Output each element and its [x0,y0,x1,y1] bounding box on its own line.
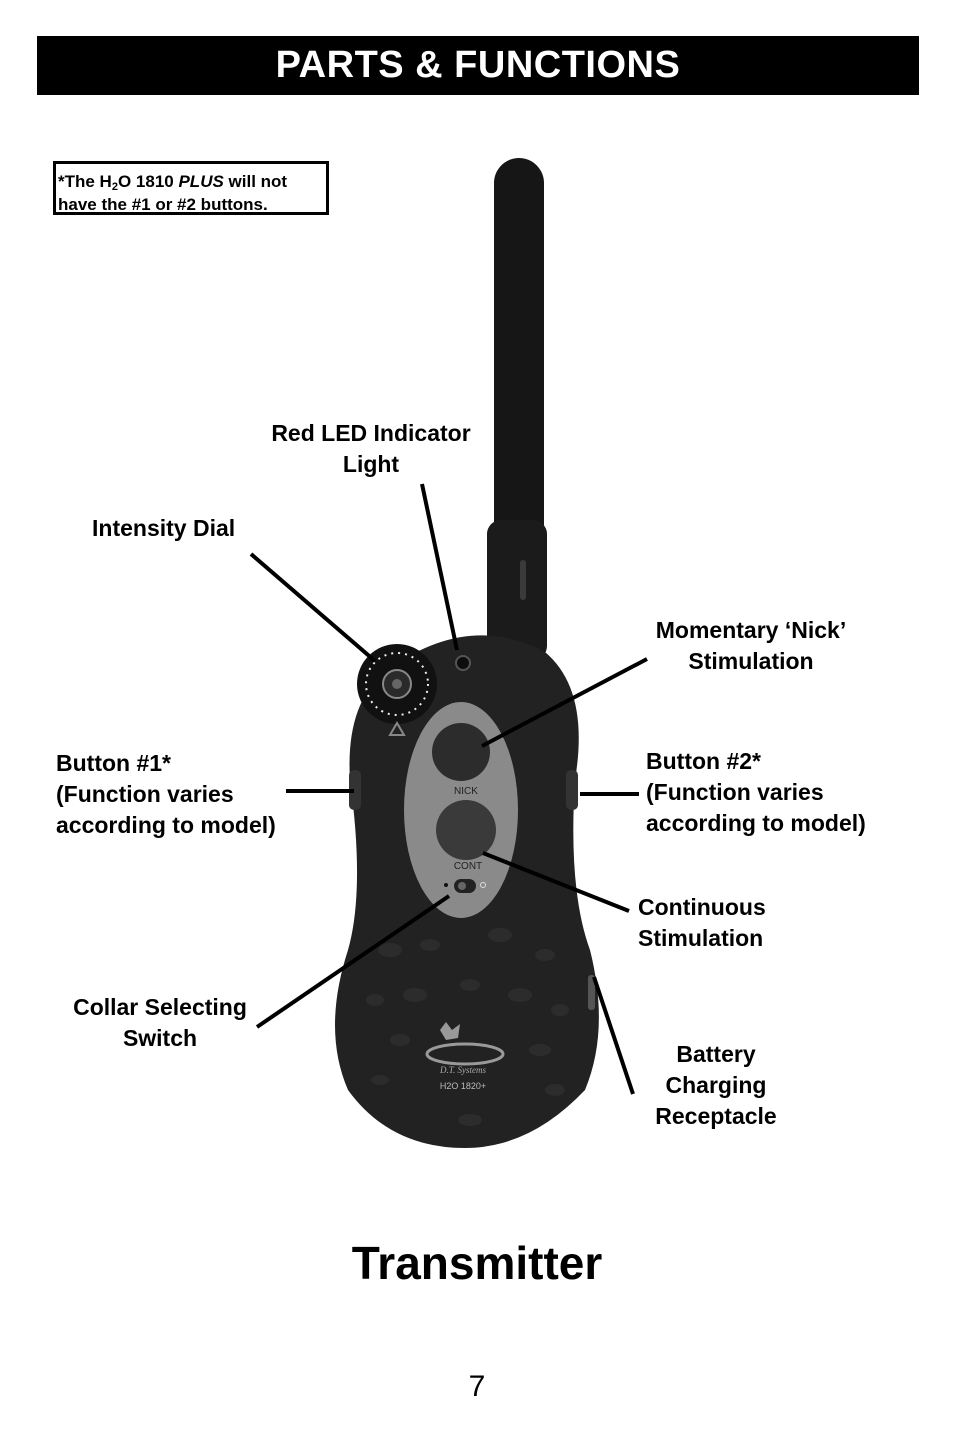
label-red-led: Red LED Indicator Light [271,420,471,477]
dial-pointer-icon [388,721,406,736]
switch-dot-2 [480,882,486,888]
label-button-1: Button #1* (Function varies according to… [56,750,276,838]
body-texture [366,928,569,1126]
page-title: Transmitter [351,1237,603,1289]
charging-port [588,975,595,1010]
leader-nick [481,657,648,748]
brand-text: D.T. Systems [439,1065,487,1075]
dial-scale [365,652,429,716]
model-note-line-1: *The H2O 1810 PLUS will not [58,172,288,193]
model-note-line-2: have the #1 or #2 buttons. [58,195,268,214]
leader-intensity-dial [249,552,377,663]
model-text: H2O 1820+ [440,1081,486,1091]
red-led-indicator [455,655,471,671]
dog-logo-icon [440,1022,460,1040]
dt-logo-icon [425,1042,505,1066]
cont-button[interactable] [436,800,496,860]
antenna-base [487,520,547,660]
cont-button-label: CONT [454,861,482,872]
label-collar-switch: Collar Selecting Switch [73,994,247,1051]
nick-button[interactable] [432,723,490,781]
leader-continuous [482,851,630,913]
leader-collar-switch [255,894,451,1029]
antenna-grip [520,560,526,600]
label-battery: Battery Charging Receptacle [655,1041,777,1129]
page-number: 7 [468,1370,486,1403]
nick-button-label: NICK [454,786,478,797]
label-button-2: Button #2* (Function varies according to… [646,748,866,836]
label-momentary-nick: Momentary ‘Nick’ Stimulation [655,617,847,674]
header-bar: PARTS & FUNCTIONS [37,36,919,95]
side-button-2[interactable] [566,770,578,810]
switch-knob [458,882,466,890]
section-title: PARTS & FUNCTIONS [275,44,681,86]
label-intensity-dial: Intensity Dial [92,515,236,541]
dial-center [392,679,402,689]
switch-dot-1 [444,883,448,887]
leader-battery [592,976,635,1095]
label-continuous: Continuous Stimulation [638,894,766,951]
side-button-1[interactable] [349,770,361,810]
leader-red-led [420,483,459,651]
leader-lines [249,483,648,1095]
model-note: *The H2O 1810 PLUS will not have the #1 … [53,161,329,215]
